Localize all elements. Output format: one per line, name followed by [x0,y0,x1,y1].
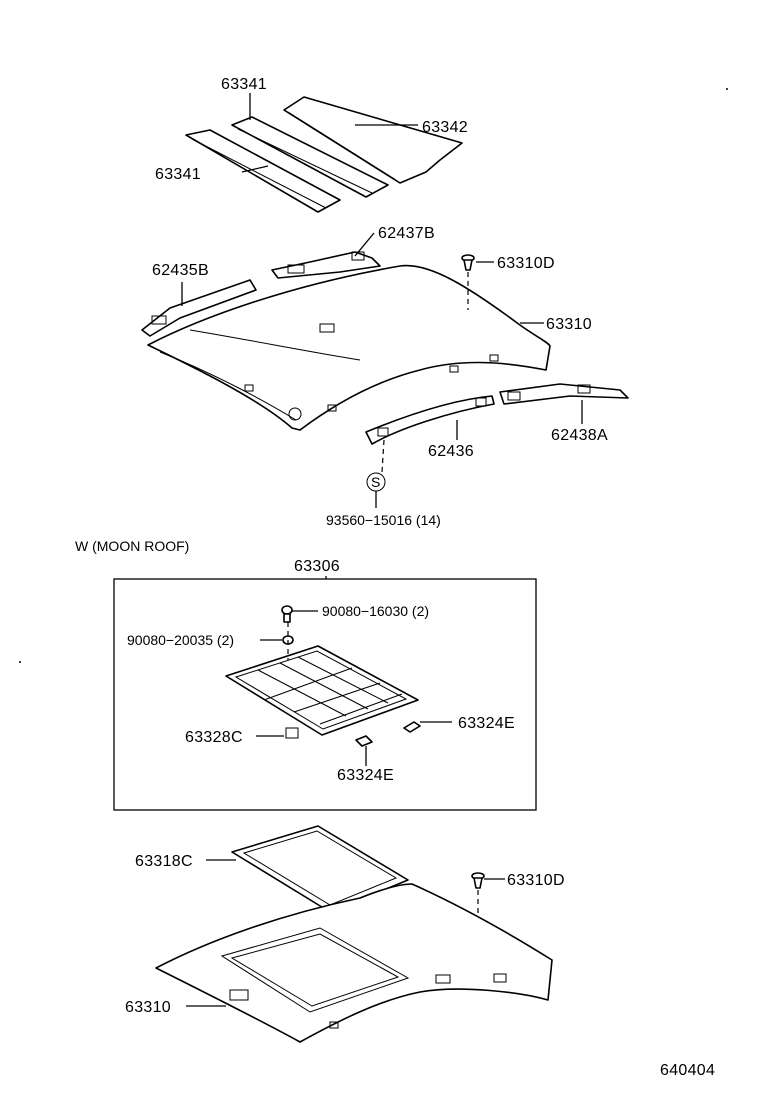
rail-62436 [365,395,495,445]
label-62435B: 62435B [152,262,209,279]
label-63342: 63342 [422,119,468,136]
rail-62438A [499,383,629,405]
pad-63341-upper [231,116,389,198]
clip-63324E-bottom [355,735,373,747]
label-63310D-top: 63310D [497,255,555,272]
moonroof-box [113,578,537,811]
pad-63342 [283,96,463,184]
label-90080-20035: 90080−20035 (2) [127,632,234,648]
label-63310-top: 63310 [546,316,592,333]
headliner-63310-moonroof [155,883,553,1043]
weatherstrip-63318C [231,825,409,913]
label-63306: 63306 [294,558,340,575]
screw-symbol-label: S [371,474,380,490]
label-63341-left: 63341 [155,166,201,183]
label-62438A: 62438A [551,427,608,444]
moonroof-caption: W (MOON ROOF) [75,538,189,554]
label-63310-bottom: 63310 [125,999,171,1016]
label-63310D-bottom: 63310D [507,872,565,889]
sunshade-frame-63306 [225,645,419,739]
label-93560: 93560−15016 (14) [326,512,441,528]
diagram-number: 640404 [660,1062,715,1079]
label-63341-top: 63341 [221,76,267,93]
bracket-62437B [271,251,381,279]
bracket-62435B [141,279,257,337]
bolt-90080-16030 [281,605,293,615]
label-62436: 62436 [428,443,474,460]
clip-63310D-bottom [471,872,485,915]
clip-63310D-top [461,254,475,310]
headliner-63310 [147,264,551,431]
clip-63324E-right [403,721,421,733]
label-63324E-right: 63324E [458,715,515,732]
pad-63341-lower [185,129,341,213]
label-63328C: 63328C [185,729,243,746]
label-62437B: 62437B [378,225,435,242]
label-63318C: 63318C [135,853,193,870]
label-90080-16030: 90080−16030 (2) [322,603,429,619]
label-63324E-bottom: 63324E [337,767,394,784]
